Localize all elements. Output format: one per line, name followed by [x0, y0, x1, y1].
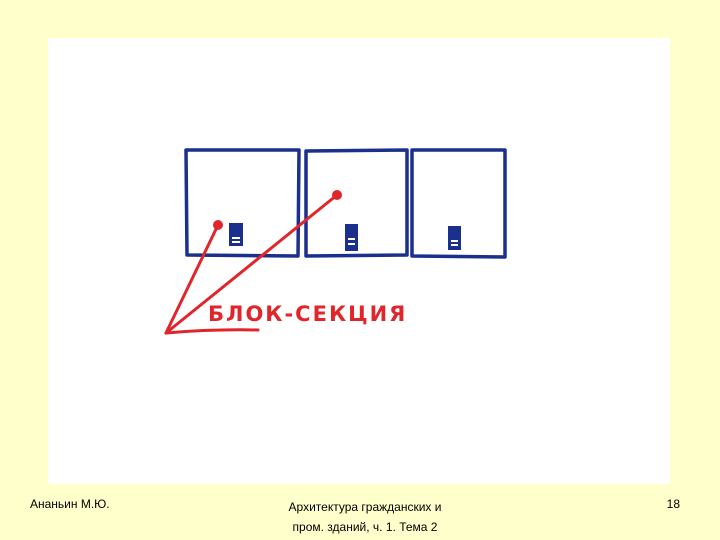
stairwell-icon	[345, 224, 358, 251]
pointer-dot	[332, 190, 342, 200]
stairwell-icon	[448, 226, 461, 250]
block-section-3	[410, 148, 507, 259]
stairwell-icon	[229, 223, 243, 246]
annotation-arrows	[164, 190, 342, 335]
block-section-sketch: БЛОК-СЕКЦИЯ	[164, 148, 507, 335]
block-section-1	[184, 148, 301, 258]
footer-author: Ананьин М.Ю.	[30, 497, 110, 511]
pointer-dot	[213, 220, 223, 230]
block-section-label: БЛОК-СЕКЦИЯ	[208, 302, 407, 326]
page-number: 18	[666, 497, 680, 511]
footer-course-line-1: Архитектура гражданских и	[288, 500, 442, 514]
footer-course-line-2: пром. зданий, ч. 1. Тема 2	[292, 520, 438, 534]
block-section-2	[304, 148, 409, 258]
slide-canvas: БЛОК-СЕКЦИЯ	[48, 38, 670, 484]
footer-course-title: Архитектура гражданских и пром. зданий, …	[240, 497, 490, 537]
